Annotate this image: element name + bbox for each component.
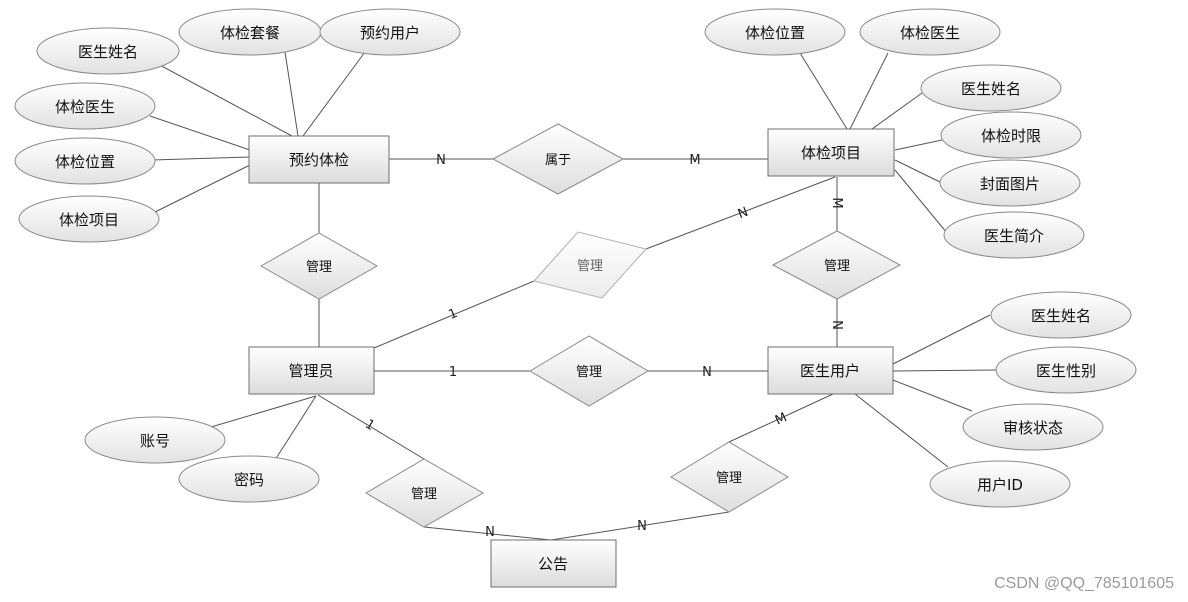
connector-lines — [149, 51, 997, 541]
attr-label: 体检位置 — [55, 153, 115, 171]
attr-label: 审核状态 — [1003, 419, 1063, 437]
entity-admin-label: 管理员 — [288, 362, 333, 380]
card-item-doctor-bottom: N — [829, 320, 844, 330]
rel-manage-doctor: 管理 — [529, 335, 649, 407]
card-admin-doctor-doctor: N — [702, 365, 712, 380]
card-admin-notice-admin: 1 — [362, 417, 377, 434]
attr-label: 医生姓名 — [78, 43, 138, 61]
rel-manage-item-doctor-label: 管理 — [824, 259, 850, 274]
attr-appointment-user: 预约用户 — [319, 8, 461, 56]
attr-label: 体检医生 — [55, 98, 115, 116]
rel-manage-notice: 管理 — [365, 458, 485, 528]
card-admin-item-admin: 1 — [447, 306, 460, 323]
attr-doctor-name: 医生姓名 — [990, 291, 1132, 339]
attr-admin-password: 密码 — [178, 455, 320, 503]
rel-belongs-label: 属于 — [545, 153, 571, 168]
entity-notice-label: 公告 — [538, 555, 568, 573]
attr-admin-account: 账号 — [84, 416, 226, 464]
card-admin-notice-notice: N — [485, 525, 495, 540]
attr-label: 体检医生 — [900, 24, 960, 42]
rel-manage-appointment: 管理 — [259, 232, 379, 300]
attr-exam-item-intro: 医生简介 — [943, 211, 1085, 259]
attr-label: 封面图片 — [980, 175, 1040, 193]
attr-appointment-doctor-name: 医生姓名 — [36, 27, 180, 75]
rel-manage-exam-item-label: 管理 — [577, 259, 603, 274]
entity-appointment-label: 预约体检 — [289, 151, 349, 169]
attr-label: 体检项目 — [59, 211, 119, 229]
entity-exam-item: 体检项目 — [767, 128, 895, 177]
entity-doctor-user-label: 医生用户 — [800, 362, 860, 380]
rel-manage-item-doctor: 管理 — [771, 230, 902, 300]
rel-doctor-notice-label: 管理 — [716, 471, 742, 486]
attr-exam-item-time-limit: 体检时限 — [940, 111, 1082, 159]
attr-appointment-package: 体检套餐 — [178, 8, 322, 56]
attr-label: 体检套餐 — [220, 24, 280, 42]
card-doctor-notice-notice: N — [637, 519, 647, 534]
card-admin-doctor-admin: 1 — [449, 365, 457, 380]
attr-doctor-audit-status: 审核状态 — [962, 403, 1104, 451]
attr-label: 医生简介 — [984, 227, 1044, 245]
attr-appointment-location: 体检位置 — [14, 137, 156, 185]
attr-label: 体检时限 — [981, 127, 1041, 145]
attr-doctor-gender: 医生性别 — [995, 346, 1137, 394]
card-item-doctor-top: M — [829, 197, 844, 208]
rel-manage-exam-item: 管理 — [533, 231, 647, 299]
entity-notice: 公告 — [490, 539, 617, 588]
attr-exam-item-doctor-name: 医生姓名 — [920, 64, 1062, 112]
card-belongs-right: M — [689, 153, 700, 168]
attr-label: 医生姓名 — [1031, 307, 1091, 325]
attr-label: 密码 — [234, 471, 264, 489]
attr-appointment-exam-doctor: 体检医生 — [14, 82, 156, 130]
rel-belongs: 属于 — [491, 123, 625, 195]
card-belongs-left: N — [436, 153, 446, 168]
rel-manage-appointment-label: 管理 — [306, 260, 332, 275]
card-admin-item-item: N — [736, 205, 750, 222]
entity-appointment: 预约体检 — [248, 135, 390, 184]
entity-doctor-user: 医生用户 — [767, 346, 894, 395]
attr-label: 医生姓名 — [961, 80, 1021, 98]
attr-exam-item-location: 体检位置 — [704, 8, 846, 56]
rel-manage-doctor-label: 管理 — [576, 365, 602, 380]
attr-exam-item-doctor: 体检医生 — [859, 8, 1001, 56]
rel-doctor-notice: 管理 — [670, 441, 789, 513]
attr-label: 医生性别 — [1036, 362, 1096, 380]
card-doctor-notice-doctor: M — [773, 410, 789, 428]
attr-label: 体检位置 — [745, 24, 805, 42]
rel-manage-notice-label: 管理 — [411, 487, 437, 502]
entity-exam-item-label: 体检项目 — [801, 144, 861, 162]
attr-appointment-exam-item: 体检项目 — [18, 195, 160, 243]
attr-doctor-user-id: 用户ID — [929, 460, 1071, 508]
attr-label: 预约用户 — [360, 24, 420, 42]
csdn-watermark: CSDN @QQ_785101605 — [994, 575, 1174, 592]
attr-exam-item-cover: 封面图片 — [939, 159, 1081, 207]
attr-label: 账号 — [140, 432, 170, 450]
attr-label: 用户ID — [977, 476, 1023, 494]
entity-admin: 管理员 — [248, 346, 375, 395]
